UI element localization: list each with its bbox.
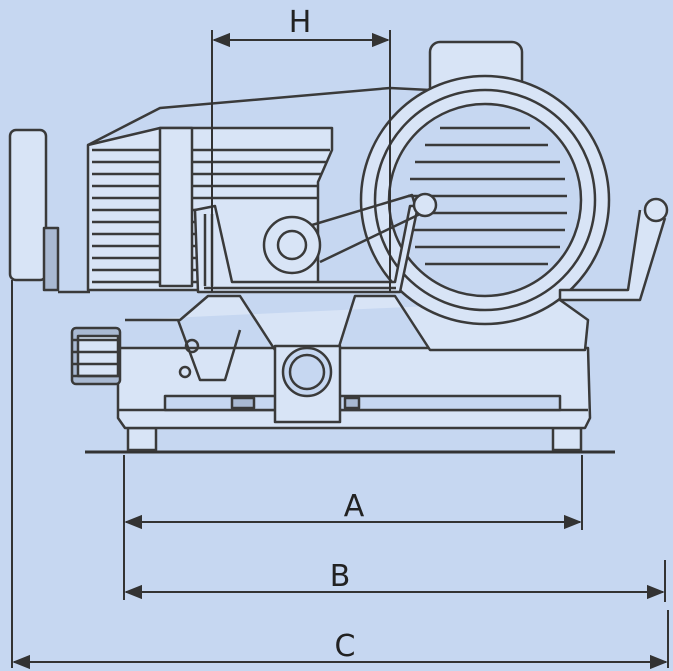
- dimension-h-label: H: [289, 5, 312, 40]
- top-cover: [87, 86, 431, 147]
- pusher-arm: [262, 192, 438, 275]
- dimension-h: [211, 30, 391, 292]
- dimension-a-label: A: [344, 489, 365, 524]
- dimension-c: [11, 280, 669, 670]
- slicer-machine: [8, 40, 669, 452]
- dimension-c-label: C: [335, 629, 356, 664]
- machine-feet: [126, 426, 583, 452]
- thickness-dial: [273, 344, 342, 424]
- dimension-b: [124, 560, 666, 602]
- carriage-handle: [558, 197, 669, 302]
- dimension-b-label: B: [330, 559, 351, 594]
- rear-handwheel: [8, 128, 90, 294]
- dimension-a: [123, 455, 583, 600]
- adjustment-knob: [70, 326, 122, 386]
- blade-assembly: [359, 40, 611, 326]
- machine-base: [116, 346, 592, 430]
